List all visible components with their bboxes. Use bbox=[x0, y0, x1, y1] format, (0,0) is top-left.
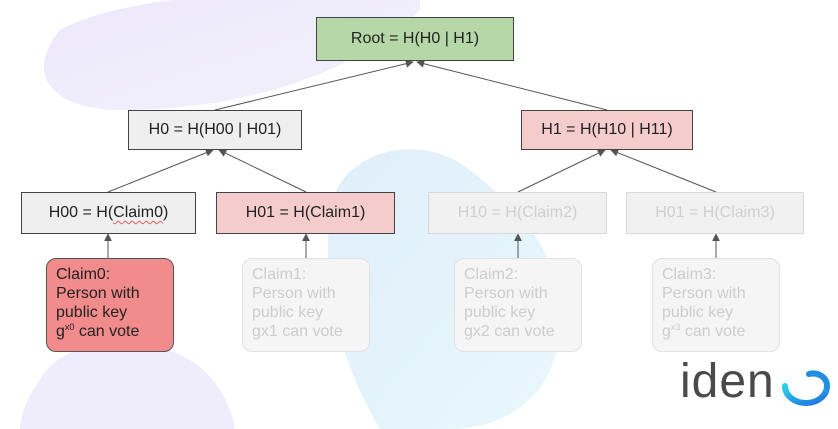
claim0-line4: gx0 can vote bbox=[56, 322, 164, 341]
h00-claim-word: Claim0 bbox=[113, 204, 163, 221]
iden3-logo: iden bbox=[680, 350, 835, 406]
claim0-box: Claim0: Person with public key gx0 can v… bbox=[46, 258, 174, 352]
lavender-bottom-shape bbox=[20, 342, 235, 429]
claim2-line4: gx2 can vote bbox=[464, 323, 555, 340]
claim3-line3: public key bbox=[662, 304, 734, 321]
claim3-box: Claim3: Person with public key gx3 can v… bbox=[652, 258, 780, 352]
claim3-line1: Claim3: bbox=[662, 266, 717, 283]
edge-h0-root bbox=[214, 59, 414, 111]
claim3-exponent: x3 bbox=[670, 322, 681, 332]
claim1-line1: Claim1: bbox=[252, 266, 307, 283]
h00-node: H00 = H(Claim0) bbox=[21, 192, 196, 234]
claim0-line1: Claim0: bbox=[56, 266, 111, 283]
logo-wordmark: iden bbox=[680, 355, 775, 408]
h0-node: H0 = H(H00 | H01) bbox=[128, 110, 302, 150]
h00-suffix: ) bbox=[162, 204, 169, 221]
claim0-tail: can vote bbox=[74, 323, 140, 340]
h1-node: H1 = H(H10 | H11) bbox=[521, 110, 693, 150]
claim3-tail: can vote bbox=[680, 323, 746, 340]
claim1-line2: Person with bbox=[252, 285, 336, 302]
edge-h01-h0 bbox=[218, 149, 307, 193]
h11-node: H01 = H(Claim3) bbox=[626, 192, 804, 234]
claim0-line2: Person with bbox=[56, 285, 140, 302]
claim1-line3: public key bbox=[252, 304, 324, 321]
claim1-box: Claim1: Person with public key gx1 can v… bbox=[242, 258, 370, 352]
claim3-line2: Person with bbox=[662, 285, 746, 302]
claim3-line4: gx3 can vote bbox=[662, 322, 770, 341]
claim0-exponent: x0 bbox=[64, 322, 75, 332]
claim2-line2: Person with bbox=[464, 285, 548, 302]
claim1-line4: gx1 can vote bbox=[252, 323, 343, 340]
claim2-box: Claim2: Person with public key gx2 can v… bbox=[454, 258, 582, 352]
edge-h10-h1 bbox=[517, 149, 606, 193]
h00-prefix: H00 = H( bbox=[48, 204, 114, 221]
claim2-line1: Claim2: bbox=[464, 266, 519, 283]
h01-node: H01 = H(Claim1) bbox=[216, 192, 395, 234]
h10-node: H10 = H(Claim2) bbox=[428, 192, 607, 234]
root-node: Root = H(H0 | H1) bbox=[316, 17, 514, 61]
edge-h00-h0 bbox=[107, 148, 214, 193]
logo-3-icon bbox=[781, 365, 830, 406]
claim0-base: g bbox=[56, 323, 65, 340]
claim3-base: g bbox=[662, 323, 671, 340]
claim0-line3: public key bbox=[56, 304, 128, 321]
claim2-line3: public key bbox=[464, 304, 536, 321]
edge-h11-h1 bbox=[610, 148, 717, 193]
edge-h1-root bbox=[416, 59, 608, 111]
